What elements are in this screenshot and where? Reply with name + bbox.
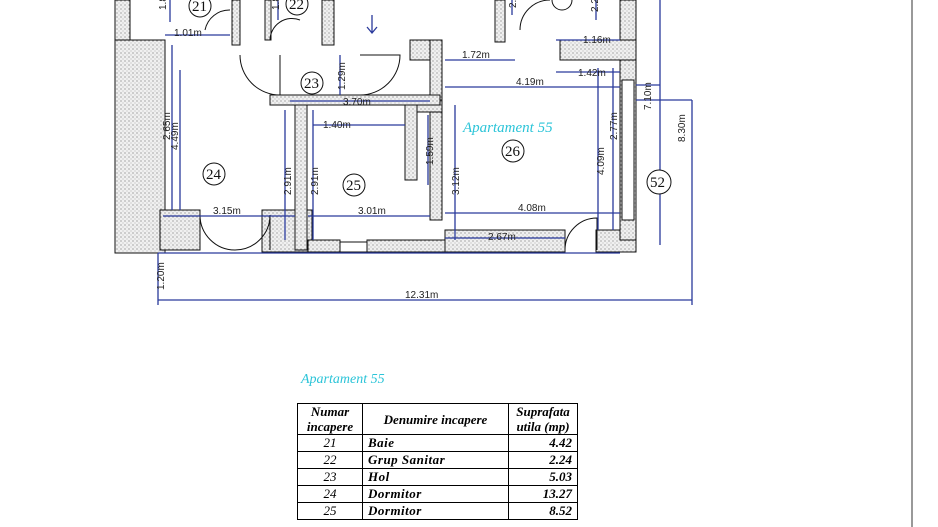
cell-name: Baie: [362, 434, 509, 452]
cell-area: 13.27: [508, 485, 578, 503]
room-number-21: 21: [192, 0, 207, 15]
table-row: 25 Dormitor 8.52: [297, 502, 578, 520]
table-row: 22 Grup Sanitar 2.24: [297, 451, 578, 469]
dim-label: 4.49m: [170, 122, 181, 150]
room-markers: 21 22 23 24 25 26 52: [188, 0, 672, 197]
header-name: Denumire incapere: [362, 403, 509, 435]
dim-label: 1.20m: [156, 262, 167, 290]
dim-label: 1.01m: [174, 28, 202, 39]
cell-name: Grup Sanitar: [362, 451, 509, 469]
cell-area: 4.42: [508, 434, 578, 452]
dim-label: 1.29m: [337, 62, 348, 90]
dim-label: 2.2: [590, 0, 601, 12]
dim-label: 1.40m: [323, 120, 351, 131]
dim-label: 1.86: [271, 0, 282, 10]
dim-label: 3.15m: [213, 206, 241, 217]
entry-arrow: [366, 15, 378, 35]
dim-label: 1.59m: [425, 137, 436, 165]
dim-label: 2.67m: [488, 232, 516, 243]
dim-label: 3.01m: [358, 206, 386, 217]
table-row: 21 Baie 4.42: [297, 434, 578, 452]
table-row: 24 Dormitor 13.27: [297, 485, 578, 503]
dim-label: 1.86: [158, 0, 169, 10]
dim-label: 1.72m: [462, 50, 490, 61]
cell-name: Dormitor: [362, 485, 509, 503]
header-number: Numar incapere: [297, 403, 363, 435]
dim-label: 2.91m: [310, 167, 321, 195]
cell-name: Dormitor: [362, 502, 509, 520]
window: [339, 241, 368, 253]
table-title: Apartament 55: [301, 372, 385, 387]
dim-label: 2.65m: [162, 112, 173, 140]
dimension-lines: [157, 0, 693, 305]
cell-number: 23: [297, 468, 363, 486]
dim-label: 1.42m: [578, 68, 606, 79]
dim-label: 12.31m: [405, 290, 438, 301]
room-number-25: 25: [346, 178, 361, 194]
dim-label: 4.09m: [596, 147, 607, 175]
cell-number: 22: [297, 451, 363, 469]
dim-label: 1.16m: [583, 35, 611, 46]
dim-label: 4.19m: [516, 77, 544, 88]
room-number-26: 26: [505, 144, 521, 160]
cell-area: 5.03: [508, 468, 578, 486]
dim-label: 7.10m: [643, 82, 654, 110]
cell-name: Hol: [362, 468, 509, 486]
doors: [199, 0, 598, 251]
cell-number: 21: [297, 434, 363, 452]
header-area: Suprafata utila (mp): [508, 403, 578, 435]
apartment-label: Apartament 55: [462, 120, 553, 136]
cell-area: 8.52: [508, 502, 578, 520]
dim-label: 8.30m: [677, 114, 688, 142]
room-area-table: Numar incapere Denumire incapere Suprafa…: [297, 403, 578, 520]
table-header-row: Numar incapere Denumire incapere Suprafa…: [297, 403, 578, 435]
cell-number: 24: [297, 485, 363, 503]
room-number-24: 24: [206, 167, 222, 183]
dim-label: 4.08m: [518, 203, 546, 214]
dim-label: 2.: [508, 0, 519, 8]
cell-number: 25: [297, 502, 363, 520]
window-east: [621, 79, 635, 221]
dim-label: 3.70m: [343, 97, 371, 108]
room-number-52: 52: [650, 175, 665, 191]
dim-label: 3.12m: [451, 167, 462, 195]
dim-label: 2.77m: [609, 112, 620, 140]
dim-label: 2.91m: [283, 167, 294, 195]
cell-area: 2.24: [508, 451, 578, 469]
room-number-23: 23: [304, 76, 319, 92]
table-row: 23 Hol 5.03: [297, 468, 578, 486]
room-number-22: 22: [289, 0, 304, 13]
